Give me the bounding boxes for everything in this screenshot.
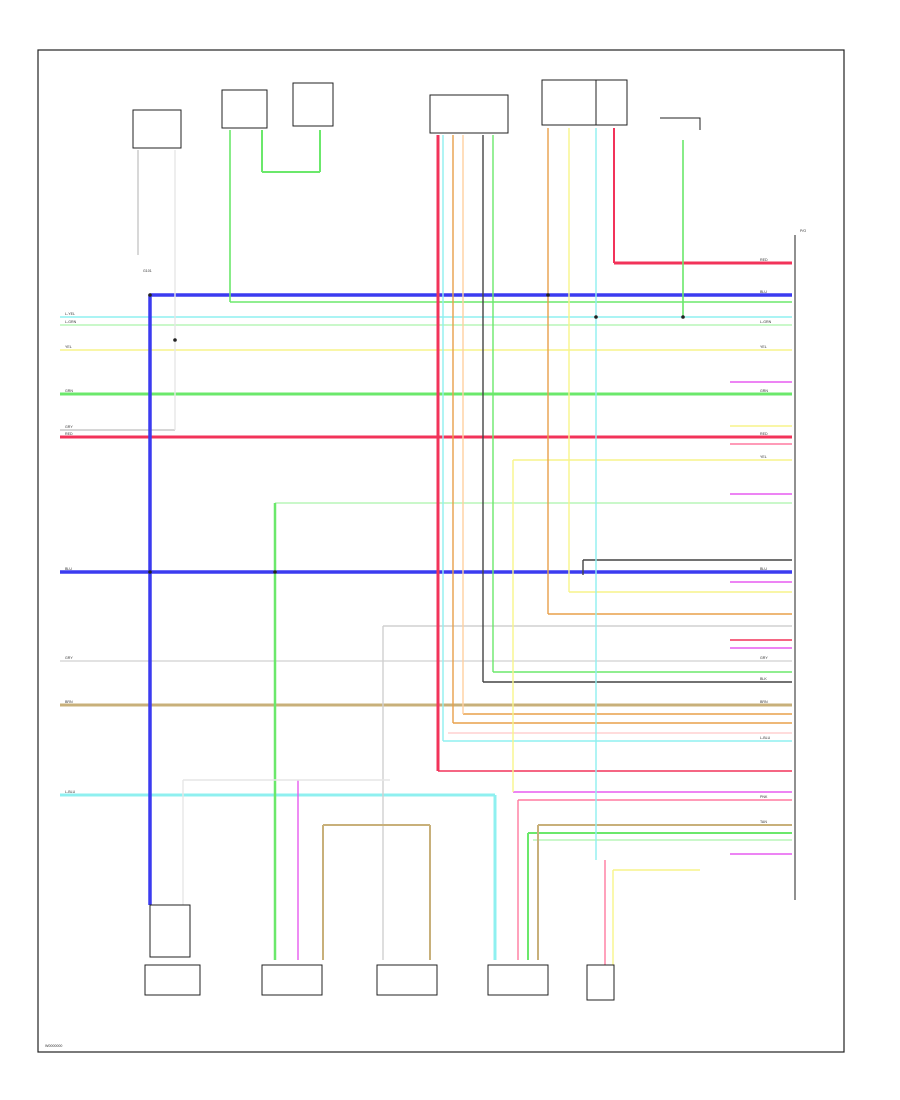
- vertical-wires: [137, 128, 684, 965]
- component-sensor-2: [261, 964, 323, 996]
- horizontal-wires: [60, 261, 792, 797]
- component-relay: [292, 82, 334, 127]
- junction-dots: [148, 293, 685, 574]
- left-wire-labels: L-YEL L-GRN YEL GRN GRY RED BLU GRY BRN …: [65, 312, 77, 794]
- component-sensor-5: [586, 964, 615, 1001]
- svg-text:L-BLU: L-BLU: [65, 790, 76, 794]
- footer-code: W0000000: [45, 1044, 62, 1048]
- top-components: [132, 79, 701, 149]
- bottom-components: [144, 904, 615, 1001]
- svg-text:RED: RED: [65, 432, 73, 436]
- svg-text:YEL: YEL: [760, 455, 767, 459]
- svg-text:BLU: BLU: [760, 567, 767, 571]
- component-sensor-4: [487, 964, 549, 996]
- right-wire-labels: RED BLU L-GRN YEL GRN RED YEL BLU GRY BL…: [760, 258, 772, 824]
- svg-text:GRY: GRY: [760, 656, 768, 660]
- svg-text:GRY: GRY: [65, 656, 73, 660]
- svg-text:BLU: BLU: [760, 290, 767, 294]
- svg-text:GRN: GRN: [65, 389, 73, 393]
- svg-text:BLU: BLU: [65, 567, 72, 571]
- svg-text:BRN: BRN: [760, 700, 768, 704]
- component-sensor-3: [376, 964, 438, 996]
- svg-text:L-GRN: L-GRN: [760, 320, 772, 324]
- svg-text:PNK: PNK: [760, 795, 768, 799]
- svg-text:TAN: TAN: [760, 820, 767, 824]
- right-side-wires: [275, 381, 792, 871]
- svg-text:GRN: GRN: [760, 389, 768, 393]
- component-fuse-block: [541, 79, 628, 126]
- svg-text:L-BLU: L-BLU: [760, 736, 771, 740]
- svg-text:YEL: YEL: [760, 345, 767, 349]
- svg-text:BLK: BLK: [760, 677, 767, 681]
- svg-text:YEL: YEL: [65, 345, 72, 349]
- svg-text:RED: RED: [760, 432, 768, 436]
- diagram-border: [37, 49, 845, 1053]
- component-stop-switch: [221, 89, 268, 129]
- ground-label: G101: [143, 269, 152, 273]
- svg-text:RED: RED: [760, 258, 768, 262]
- component-main-connector: [429, 94, 509, 134]
- svg-text:GRY: GRY: [65, 425, 73, 429]
- svg-text:BRN: BRN: [65, 700, 73, 704]
- ecm-connector: P/O: [794, 229, 806, 900]
- component-brake-switch: [132, 109, 182, 149]
- svg-text:L-GRN: L-GRN: [65, 320, 77, 324]
- svg-text:L-YEL: L-YEL: [65, 312, 75, 316]
- ecm-ref: P/O: [800, 229, 806, 233]
- component-sensor-left: [144, 964, 201, 996]
